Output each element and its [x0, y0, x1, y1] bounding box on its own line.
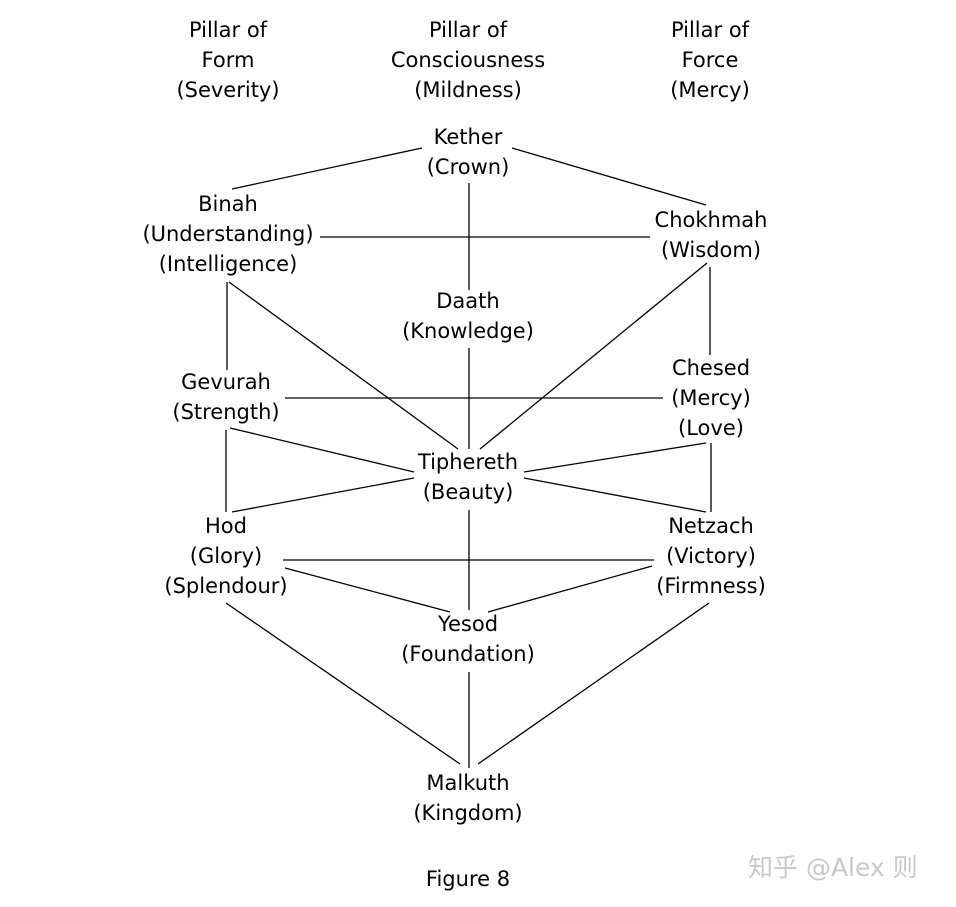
figure-caption: Figure 8	[425, 867, 511, 891]
node-malkuth-meaning: (Kingdom)	[413, 801, 523, 825]
pillar-consciousness-line-3: (Mildness)	[414, 78, 522, 102]
node-gevurah-meaning: (Strength)	[172, 400, 280, 424]
pillar-form-line-1: Pillar of	[188, 18, 268, 42]
pillar-consciousness-line-2: Consciousness	[390, 48, 546, 72]
pillar-consciousness-line-1: Pillar of	[428, 18, 508, 42]
node-tiphereth-meaning: (Beauty)	[422, 480, 514, 504]
node-gevurah-name: Gevurah	[181, 370, 271, 394]
watermark-text: 知乎 @Alex 则	[748, 853, 918, 882]
node-netzach-meaning-2: (Firmness)	[656, 574, 766, 598]
node-yesod-name: Yesod	[437, 612, 499, 636]
node-daath-meaning: (Knowledge)	[402, 319, 534, 343]
pillar-force-line-2: Force	[681, 48, 739, 72]
node-kether-name: Kether	[433, 125, 503, 149]
node-chesed-meaning-2: (Love)	[678, 416, 744, 440]
node-yesod: Yesod (Foundation)	[308, 609, 628, 669]
node-netzach-meaning-1: (Victory)	[666, 544, 756, 568]
node-kether-meaning: (Crown)	[426, 155, 510, 179]
node-tiphereth: Tiphereth (Beauty)	[308, 447, 628, 507]
path-netzach-malkuth	[477, 602, 710, 765]
node-netzach: Netzach (Victory) (Firmness)	[551, 511, 871, 601]
node-binah-name: Binah	[198, 192, 258, 216]
pillar-force-line-1: Pillar of	[670, 18, 750, 42]
node-hod-name: Hod	[205, 514, 247, 538]
node-daath-name: Daath	[436, 289, 500, 313]
node-chesed-meaning-1: (Mercy)	[671, 386, 751, 410]
pillar-header-consciousness: Pillar of Consciousness (Mildness)	[308, 15, 628, 105]
pillar-header-form: Pillar of Form (Severity)	[68, 15, 388, 105]
node-hod: Hod (Glory) (Splendour)	[66, 511, 386, 601]
path-chokhmah-tiphereth	[479, 262, 708, 450]
node-binah-meaning-2: (Intelligence)	[158, 252, 298, 276]
node-gevurah: Gevurah (Strength)	[66, 367, 386, 427]
path-chesed-tiphereth	[523, 442, 707, 473]
node-chokhmah-meaning: (Wisdom)	[660, 238, 762, 262]
node-netzach-name: Netzach	[668, 514, 754, 538]
pillar-form-line-3: (Severity)	[176, 78, 280, 102]
path-tiphereth-hod	[231, 477, 415, 513]
pillar-force-line-3: (Mercy)	[670, 78, 750, 102]
path-tiphereth-netzach	[523, 477, 707, 513]
node-chokhmah: Chokhmah (Wisdom)	[551, 205, 871, 265]
node-binah-meaning-1: (Understanding)	[142, 222, 314, 246]
node-tiphereth-name: Tiphereth	[417, 450, 519, 474]
path-gevurah-tiphereth	[229, 427, 415, 473]
node-malkuth: Malkuth (Kingdom)	[308, 768, 628, 828]
node-yesod-meaning: (Foundation)	[401, 642, 535, 666]
path-binah-tiphereth	[228, 281, 459, 450]
node-binah: Binah (Understanding) (Intelligence)	[68, 189, 388, 279]
node-hod-meaning-1: (Glory)	[189, 544, 263, 568]
path-kether-binah	[231, 147, 423, 190]
node-daath: Daath (Knowledge)	[308, 286, 628, 346]
node-chesed-name: Chesed	[671, 356, 751, 380]
node-chokhmah-name: Chokhmah	[654, 208, 768, 232]
pillar-header-force: Pillar of Force (Mercy)	[550, 15, 870, 105]
node-kether: Kether (Crown)	[308, 122, 628, 182]
path-hod-yesod	[284, 567, 451, 613]
node-malkuth-name: Malkuth	[426, 771, 510, 795]
path-netzach-yesod	[487, 565, 653, 613]
node-hod-meaning-2: (Splendour)	[164, 574, 288, 598]
path-kether-chokhmah	[511, 147, 707, 206]
pillar-form-line-2: Form	[201, 48, 255, 72]
node-chesed: Chesed (Mercy) (Love)	[551, 353, 871, 443]
path-hod-malkuth	[225, 602, 461, 765]
